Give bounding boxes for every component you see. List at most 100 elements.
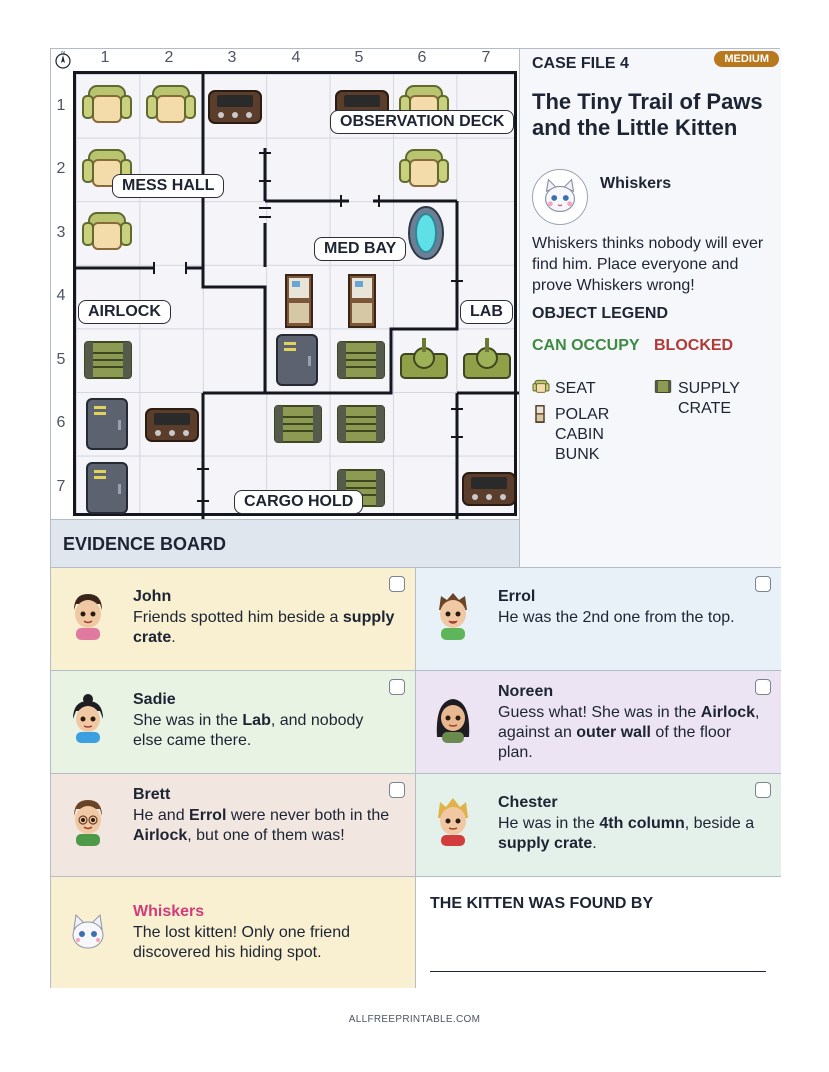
boy-avatar-icon xyxy=(74,594,102,640)
col-4: 4 xyxy=(291,49,301,66)
legend-seat: SEAT xyxy=(555,380,596,397)
clue-text: She was in the Lab, and nobody else came… xyxy=(133,712,364,749)
grid-board[interactable]: OBSERVATION DECK MESS HALL MED BAY AIRLO… xyxy=(73,71,520,519)
clue-card-brett: Brett He and Errol were never both in th… xyxy=(51,773,416,876)
med-pod-icon xyxy=(408,206,444,260)
legend-title: OBJECT LEGEND xyxy=(532,305,669,322)
clue-text: Guess what! She was in the Airlock, agai… xyxy=(498,704,760,761)
col-2: 2 xyxy=(164,49,174,66)
difficulty-badge: MEDIUM xyxy=(714,51,779,67)
answer-line[interactable] xyxy=(430,971,766,972)
row-3: 3 xyxy=(56,224,66,241)
girl-avatar-icon xyxy=(73,694,103,743)
room-label-observation-deck: OBSERVATION DECK xyxy=(330,110,515,134)
supply-crate-icon xyxy=(654,380,672,393)
case-title: The Tiny Trail of Paws and the Little Ki… xyxy=(532,89,763,140)
clue-text: He and Errol were never both in the Airl… xyxy=(133,807,390,844)
clue-checkbox[interactable] xyxy=(389,576,405,592)
room-label-airlock: AIRLOCK xyxy=(78,300,171,324)
seat-icon xyxy=(399,85,449,123)
footer-credit: ALLFREEPRINTABLE.COM xyxy=(348,1014,481,1025)
girl-avatar-icon xyxy=(436,699,470,743)
case-label: CASE FILE 4 xyxy=(532,55,629,72)
answer-box: THE KITTEN WAS FOUND BY xyxy=(416,876,781,988)
clue-checkbox[interactable] xyxy=(389,679,405,695)
row-4: 4 xyxy=(56,287,66,304)
floor-plan: N 1 2 3 4 5 6 7 1 2 3 4 5 6 7 xyxy=(51,49,520,519)
clue-text: He was the 2nd one from the top. xyxy=(498,609,735,626)
col-6: 6 xyxy=(417,49,427,66)
col-1: 1 xyxy=(100,49,110,66)
locker-icon xyxy=(276,334,318,386)
boy-avatar-icon xyxy=(439,593,467,640)
clue-text: The lost kitten! Only one friend discove… xyxy=(133,924,350,961)
bunk-icon xyxy=(285,274,313,328)
seat-icon xyxy=(399,149,449,187)
room-label-mess-hall: MESS HALL xyxy=(112,174,225,198)
clue-checkbox[interactable] xyxy=(389,782,405,798)
clue-checkbox[interactable] xyxy=(755,679,771,695)
room-label-cargo-hold: CARGO HOLD xyxy=(234,490,364,514)
col-7: 7 xyxy=(481,49,491,66)
found-by-label: THE KITTEN WAS FOUND BY xyxy=(430,895,654,912)
room-label-lab: LAB xyxy=(460,300,513,324)
boy-avatar-icon xyxy=(438,798,468,846)
legend-bunk: POLAR CABIN BUNK xyxy=(555,406,610,463)
room-label-med-bay: MED BAY xyxy=(314,237,407,261)
compass-icon: N xyxy=(55,51,71,69)
clue-name: Sadie xyxy=(133,691,176,708)
console-icon xyxy=(462,472,516,506)
clue-text: He was in the 4th column, beside a suppl… xyxy=(498,815,755,852)
supply-crate-icon xyxy=(337,405,385,443)
supply-crate-icon xyxy=(84,341,132,379)
supply-crate-icon xyxy=(337,341,385,379)
clue-name: John xyxy=(133,588,172,605)
clue-card-sadie: Sadie She was in the Lab, and nobody els… xyxy=(51,670,416,773)
col-3: 3 xyxy=(227,49,237,66)
clue-name: Whiskers xyxy=(133,903,205,920)
clue-name: Brett xyxy=(133,786,171,803)
clue-card-whiskers: Whiskers The lost kitten! Only one frien… xyxy=(51,876,416,988)
clue-name: Chester xyxy=(498,794,558,811)
puzzle-sheet: N 1 2 3 4 5 6 7 1 2 3 4 5 6 7 xyxy=(50,48,781,988)
kitten-avatar-icon xyxy=(72,913,104,949)
clue-name: Errol xyxy=(498,588,536,605)
legend-blocked: BLOCKED xyxy=(654,337,734,354)
clue-text: Friends spotted him beside a supply crat… xyxy=(133,609,395,646)
row-6: 6 xyxy=(56,414,66,431)
row-2: 2 xyxy=(56,160,66,177)
kitten-avatar xyxy=(532,169,588,225)
clue-card-noreen: Noreen Guess what! She was in the Airloc… xyxy=(416,670,781,773)
console-icon xyxy=(145,408,199,442)
evidence-title: EVIDENCE BOARD xyxy=(63,534,227,554)
console-icon xyxy=(208,90,262,124)
supply-crate-icon xyxy=(274,405,322,443)
row-5: 5 xyxy=(56,351,66,368)
boy-avatar-icon xyxy=(74,800,102,846)
clue-card-john: John Friends spotted him beside a supply… xyxy=(51,567,416,670)
row-1: 1 xyxy=(56,97,66,114)
bunk-icon xyxy=(348,274,376,328)
locker-icon xyxy=(86,398,128,450)
legend-supply-crate: SUPPLY CRATE xyxy=(678,380,740,417)
case-intro: Whiskers thinks nobody will ever find hi… xyxy=(532,235,764,294)
compass-letter: N xyxy=(61,51,65,56)
tank-icon xyxy=(400,338,448,379)
clue-checkbox[interactable] xyxy=(755,782,771,798)
seat-icon xyxy=(532,379,550,393)
kitten-name: Whiskers xyxy=(600,175,672,192)
clue-name: Noreen xyxy=(498,683,554,700)
col-5: 5 xyxy=(354,49,364,66)
tank-icon xyxy=(463,338,511,379)
locker-icon xyxy=(86,462,128,514)
bunk-icon xyxy=(535,405,545,423)
evidence-header: EVIDENCE BOARD xyxy=(51,519,519,567)
seat-icon xyxy=(146,85,196,123)
clue-card-chester: Chester He was in the 4th column, beside… xyxy=(416,773,781,876)
clue-card-errol: Errol He was the 2nd one from the top. xyxy=(416,567,781,670)
room-walls xyxy=(76,74,520,519)
legend-can-occupy: CAN OCCUPY xyxy=(532,337,640,354)
row-7: 7 xyxy=(56,478,66,495)
clue-checkbox[interactable] xyxy=(755,576,771,592)
seat-icon xyxy=(82,85,132,123)
